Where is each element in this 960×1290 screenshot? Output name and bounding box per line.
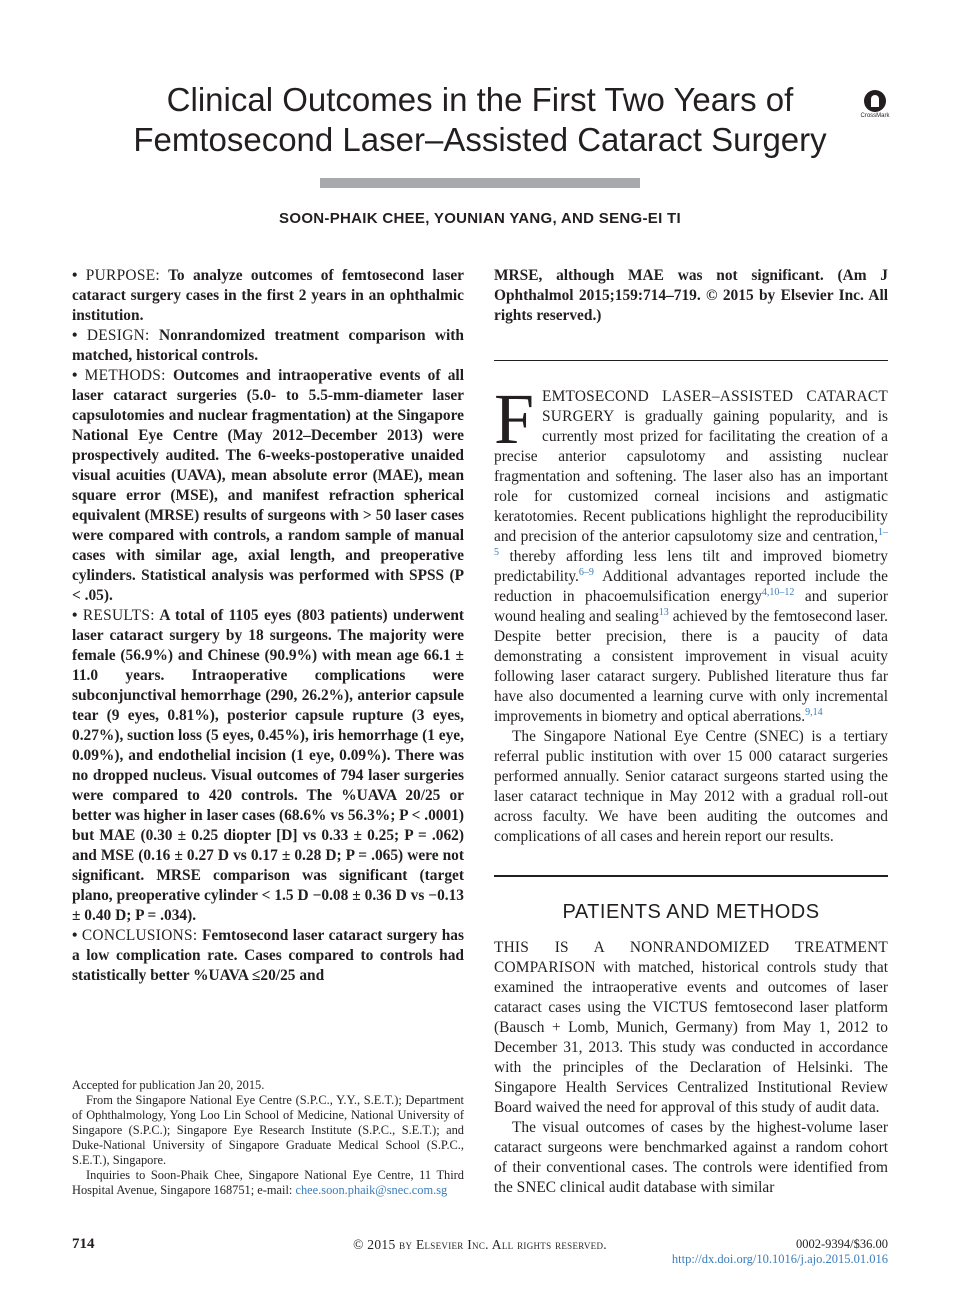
- crossmark-badge[interactable]: CrossMark: [860, 90, 890, 119]
- abstract-purpose: • PURPOSE: To analyze outcomes of femtos…: [72, 267, 464, 324]
- copyright-notice: © 2015 by Elsevier Inc. All rights reser…: [353, 1237, 607, 1252]
- doi-link[interactable]: http://dx.doi.org/10.1016/j.ajo.2015.01.…: [671, 1252, 888, 1266]
- drop-cap: F: [494, 379, 535, 459]
- title-divider: [320, 178, 640, 188]
- title-line-2: Femtosecond Laser–Assisted Cataract Surg…: [133, 121, 827, 158]
- design-label: DESIGN:: [86, 327, 150, 344]
- correspondence: Inquiries to Soon-Phaik Chee, Singapore …: [72, 1168, 464, 1197]
- results-label: RESULTS:: [82, 607, 155, 624]
- citation-link[interactable]: 1–5: [494, 526, 888, 558]
- purpose-label: PURPOSE:: [85, 267, 160, 284]
- abstract-continuation: MRSE, although MAE was not significant. …: [494, 267, 888, 324]
- email-link[interactable]: chee.soon.phaik@snec.com.sg: [295, 1183, 448, 1197]
- affiliations: From the Singapore National Eye Centre (…: [72, 1093, 464, 1167]
- citation-link[interactable]: 4,10–12: [761, 586, 795, 598]
- author-list: SOON-PHAIK CHEE, YOUNIAN YANG, AND SENG-…: [279, 210, 681, 227]
- abstract-conclusions: • CONCLUSIONS: Femtosecond laser catarac…: [72, 927, 464, 984]
- methods-paragraph-1: THIS IS A NONRANDOMIZED TREATMENT COMPAR…: [494, 939, 888, 1116]
- methods-paragraph-2: The visual outcomes of cases by the high…: [494, 1119, 888, 1196]
- section-divider: [494, 875, 888, 877]
- crossmark-icon: [864, 90, 886, 112]
- title-line-1: Clinical Outcomes in the First Two Years…: [166, 81, 794, 118]
- methods-body: THIS IS A NONRANDOMIZED TREATMENT COMPAR…: [494, 938, 888, 1198]
- conclusions-label: CONCLUSIONS:: [81, 927, 198, 944]
- article-title: Clinical Outcomes in the First Two Years…: [110, 80, 850, 160]
- abstract-methods: • METHODS: Outcomes and intraoperative e…: [72, 367, 464, 604]
- section-heading: PATIENTS AND METHODS: [562, 901, 820, 923]
- citation-link[interactable]: 6–9: [578, 566, 594, 578]
- left-column: • PURPOSE: To analyze outcomes of femtos…: [72, 266, 464, 986]
- footnotes: Accepted for publication Jan 20, 2015. F…: [72, 1078, 464, 1198]
- accepted-date: Accepted for publication Jan 20, 2015.: [72, 1078, 265, 1092]
- citation-link[interactable]: 13: [658, 606, 669, 618]
- abstract-divider: [494, 360, 888, 361]
- right-column: MRSE, although MAE was not significant. …: [494, 266, 888, 1198]
- page-number: 714: [72, 1236, 95, 1252]
- methods-label: METHODS:: [84, 367, 166, 384]
- crossmark-label: CrossMark: [860, 113, 890, 119]
- intro-paragraph-2: The Singapore National Eye Centre (SNEC)…: [494, 728, 888, 845]
- abstract-results: • RESULTS: A total of 1105 eyes (803 pat…: [72, 607, 465, 924]
- citation-link[interactable]: 9,14: [805, 706, 823, 718]
- abstract: • PURPOSE: To analyze outcomes of femtos…: [72, 266, 464, 986]
- issn-price: 0002-9394/$36.00: [795, 1237, 888, 1251]
- abstract-design: • DESIGN: Nonrandomized treatment compar…: [72, 327, 464, 364]
